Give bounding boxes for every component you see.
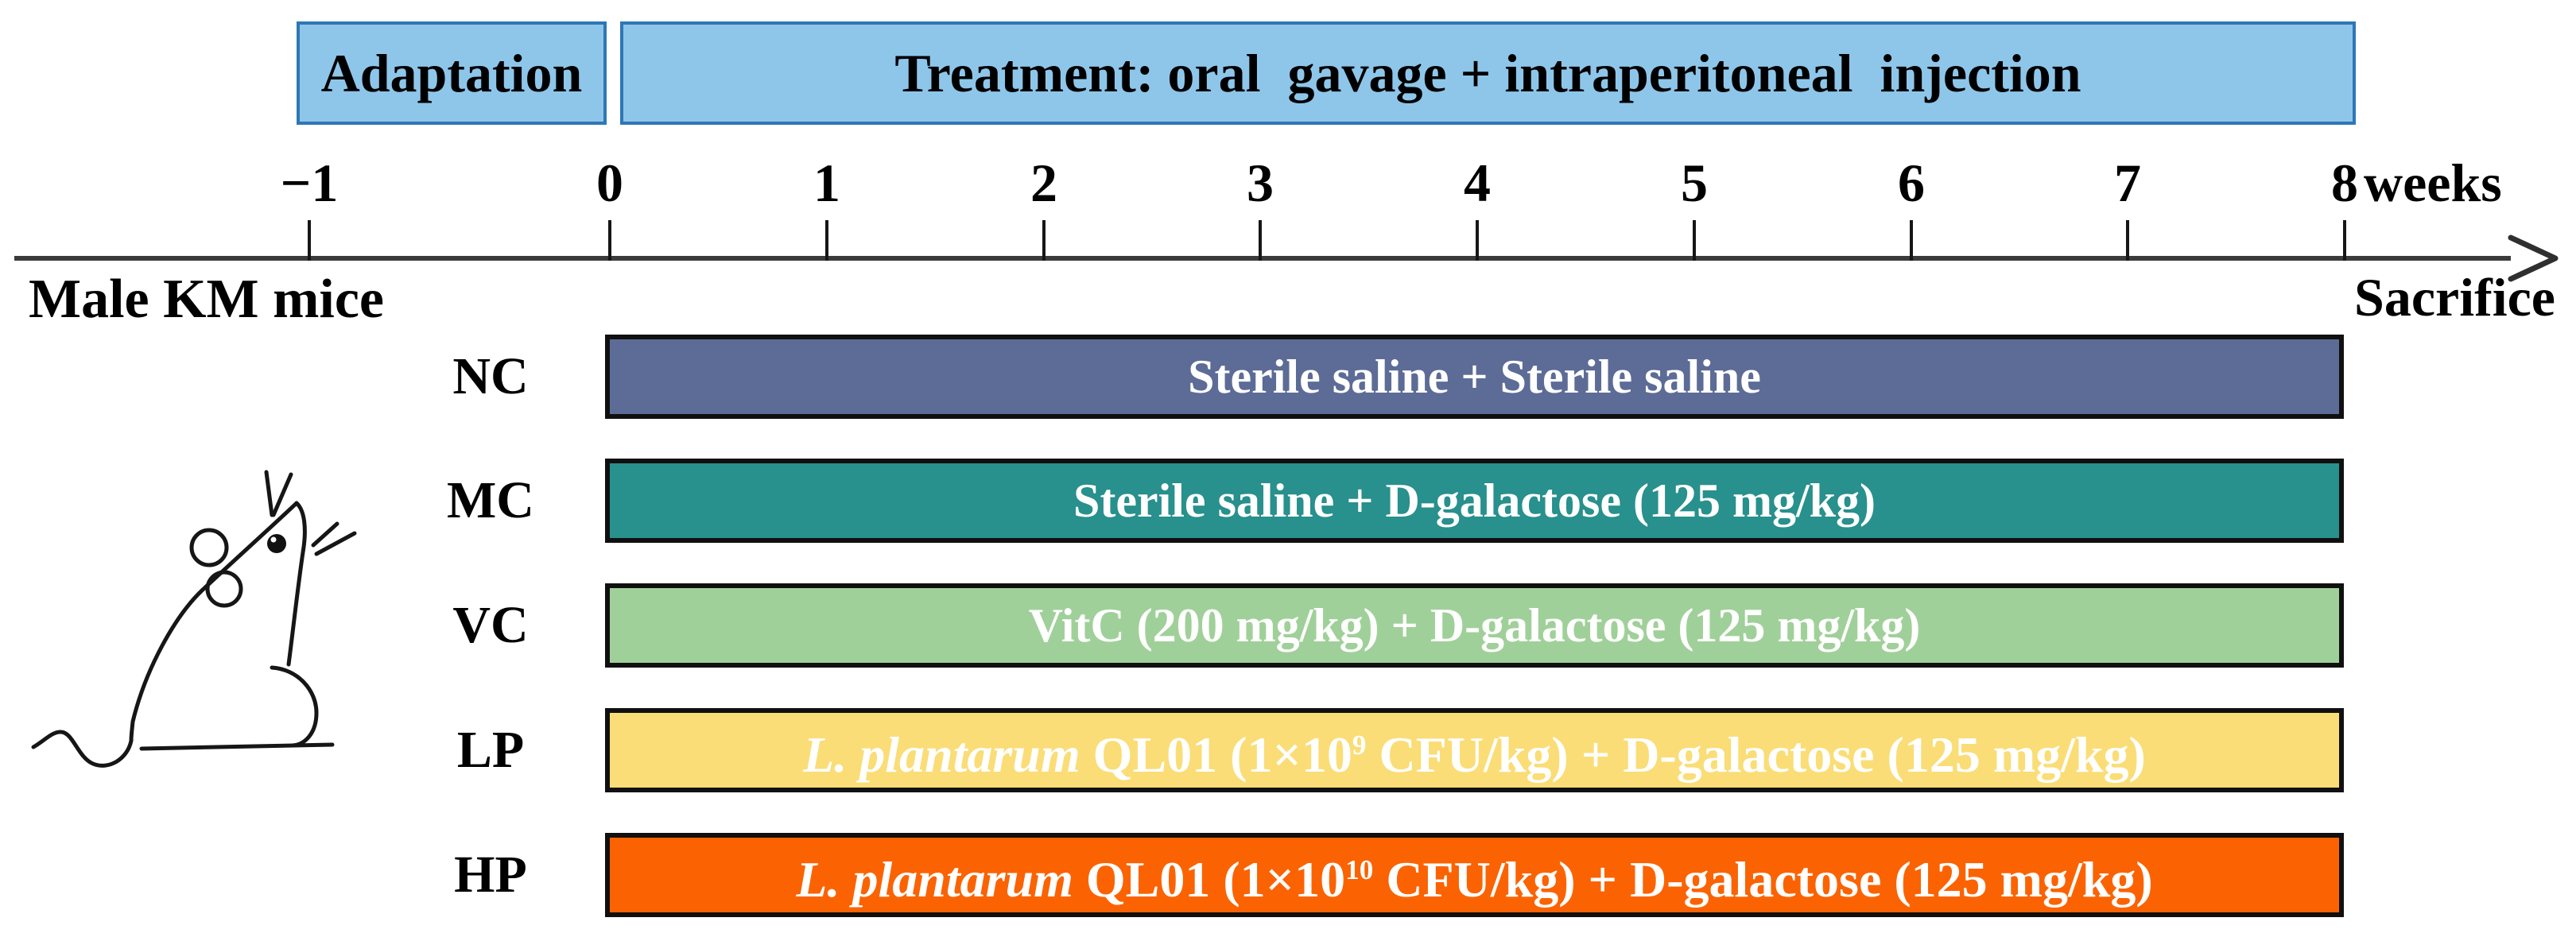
group-label-VC: VC [452,596,529,654]
tick-label-week-2: 2 [1030,153,1057,213]
tick-label-week-0: 0 [596,153,623,213]
group-bar-text-NC: Sterile saline + Sterile saline [1188,339,1761,414]
group-bar-LP: L. plantarum QL01 (1×109 CFU/kg) + D-gal… [605,708,2344,792]
tick-week-4 [1476,220,1479,261]
bar-text-segment: VitC (200 mg/kg) + D-galactose (125 mg/k… [1028,599,1921,652]
group-bar-NC: Sterile saline + Sterile saline [605,335,2344,419]
tick-label-week-1: 1 [813,153,840,213]
group-label-HP: HP [454,846,527,904]
bar-text-segment: CFU/kg) + D-galactose (125 mg/kg) [1373,850,2153,908]
tick-week-3 [1259,220,1262,261]
timeline-axis [14,256,2511,261]
bar-text-segment: QL01 (1×10 [1073,850,1346,908]
group-bar-text-VC: VitC (200 mg/kg) + D-galactose (125 mg/k… [1029,588,1921,663]
species-name: L. plantarum [803,726,1080,783]
group-bar-text-HP: L. plantarum QL01 (1×1010 CFU/kg) + D-ga… [796,833,2152,917]
timeline-end-label: Sacrifice [2354,267,2555,327]
group-bar-HP: L. plantarum QL01 (1×1010 CFU/kg) + D-ga… [605,833,2344,917]
phase-box-adaptation: Adaptation [297,21,607,125]
group-label-NC: NC [452,347,529,405]
tick-label-week-3: 3 [1247,153,1274,213]
tick-label-week-8: 8 [2331,153,2358,213]
group-bar-text-MC: Sterile saline + D-galactose (125 mg/kg) [1073,463,1876,538]
tick-label-week-5: 5 [1681,153,1708,213]
group-bar-text-LP: L. plantarum QL01 (1×109 CFU/kg) + D-gal… [803,708,2146,792]
tick-week-−1 [308,220,311,261]
bar-text-segment: Sterile saline + Sterile saline [1188,350,1761,403]
tick-week-1 [825,220,828,261]
mouse-icon [31,470,357,768]
bar-text-segment: CFU/kg) + D-galactose (125 mg/kg) [1366,726,2146,783]
timeline-start-label: Male KM mice [29,269,385,330]
tick-label-week-4: 4 [1464,153,1491,213]
tick-label-week-6: 6 [1898,153,1925,213]
tick-week-2 [1042,220,1046,261]
bar-text-segment: Sterile saline + D-galactose (125 mg/kg) [1073,474,1876,527]
species-name: L. plantarum [796,850,1073,908]
tick-label-week-−1: −1 [280,153,339,213]
tick-week-0 [608,220,611,261]
group-bar-VC: VitC (200 mg/kg) + D-galactose (125 mg/k… [605,583,2344,668]
bar-text-segment: QL01 (1×10 [1080,726,1352,783]
right-arrowhead-icon [2508,234,2559,282]
tick-week-5 [1693,220,1696,261]
tick-week-7 [2126,220,2129,261]
group-label-MC: MC [447,471,534,529]
timeline-unit-label: weeks [2364,153,2502,213]
group-bar-MC: Sterile saline + D-galactose (125 mg/kg) [605,459,2344,543]
exponent: 9 [1352,730,1367,761]
mouse-eye [267,534,286,553]
group-label-LP: LP [456,721,525,779]
exponent: 10 [1345,854,1374,886]
tick-week-6 [1910,220,1913,261]
phase-box-treatment: Treatment: oral gavage + intraperitoneal… [620,21,2356,125]
tick-week-8 [2343,220,2346,261]
tick-label-week-7: 7 [2114,153,2141,213]
